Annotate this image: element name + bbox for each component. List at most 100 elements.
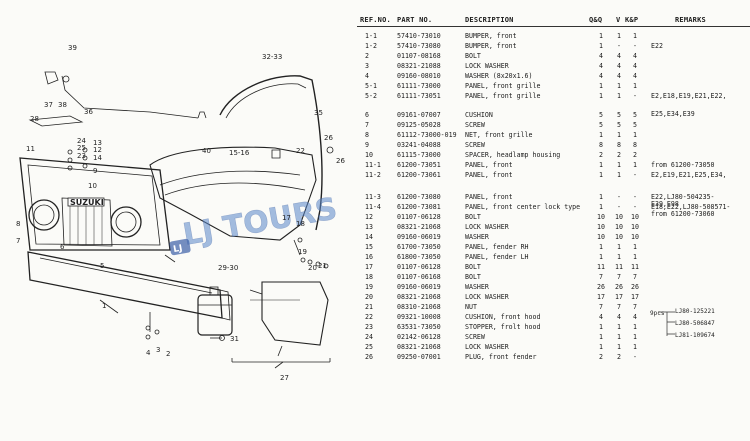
cell-part: 63531-73050	[397, 323, 441, 331]
header-description: DESCRIPTION	[465, 16, 514, 24]
cell-desc: BOLT	[465, 273, 481, 281]
callout-label: 38	[58, 101, 67, 109]
cell-desc: LOCK WASHER	[465, 62, 509, 70]
cell-q2: 10	[615, 223, 623, 231]
cell-part: 61200-73080	[397, 193, 441, 201]
cell-q1: 4	[599, 72, 603, 80]
header-qty1: Q&Q	[589, 16, 603, 24]
cell-desc: PANEL, front grille	[465, 92, 541, 100]
callout-label: 17	[282, 214, 291, 222]
cell-q3: 5	[633, 121, 637, 129]
cell-ref: 23	[365, 323, 373, 331]
cell-desc: PANEL, fender RH	[465, 243, 529, 251]
grille-brand: SUZUKI	[70, 198, 104, 207]
cell-q3: 4	[633, 62, 637, 70]
cell-q2: 2	[617, 151, 621, 159]
header-qty2: V	[616, 16, 621, 24]
cell-part: 09125-05028	[397, 121, 441, 129]
cell-q2: 1	[617, 171, 621, 179]
cell-q3: 26	[631, 283, 639, 291]
cell-ref: 26	[365, 353, 373, 361]
cell-q2: 7	[617, 303, 621, 311]
callout-label: 22	[296, 147, 305, 155]
cell-q2: 11	[615, 263, 623, 271]
cell-q3: 7	[633, 273, 637, 281]
header-qty3: K&P	[625, 16, 639, 24]
cell-q3: 1	[633, 323, 637, 331]
cell-ref: 3	[365, 62, 369, 70]
cell-q2: 4	[617, 313, 621, 321]
cell-desc: BUMPER, front	[465, 32, 517, 40]
cell-ref: 17	[365, 263, 373, 271]
cell-q1: 10	[597, 223, 605, 231]
cell-q1: 1	[599, 82, 603, 90]
remark-continuation: E39,E98	[651, 200, 679, 208]
callout-label: 28	[30, 115, 39, 123]
callout-label: 37	[44, 101, 53, 109]
cell-ref: 10	[365, 151, 373, 159]
cell-desc: CUSHION	[465, 111, 493, 119]
cell-q1: 1	[599, 203, 603, 211]
cell-q2: 1	[617, 82, 621, 90]
callout-label: 13	[93, 139, 102, 147]
cell-desc: SPACER, headlamp housing	[465, 151, 561, 159]
cell-desc: LOCK WASHER	[465, 293, 509, 301]
cell-q1: 4	[599, 313, 603, 321]
cell-desc: SCREW	[465, 121, 485, 129]
cell-q2: -	[617, 42, 621, 50]
cell-ref: 5-2	[365, 92, 377, 100]
callout-label: 26	[336, 157, 345, 165]
cell-q3: 1	[633, 333, 637, 341]
cell-q1: 1	[599, 92, 603, 100]
cell-q2: 1	[617, 131, 621, 139]
cell-ref: 12	[365, 213, 373, 221]
cell-q2: 4	[617, 52, 621, 60]
cell-part: 61200-73061	[397, 171, 441, 179]
side-note-serial: LJ81-109674	[675, 332, 715, 339]
callout-label: 20	[308, 264, 317, 272]
side-note-serial: LJ80-125221	[675, 308, 715, 315]
cell-q1: 7	[599, 303, 603, 311]
cell-desc: NET, front grille	[465, 131, 533, 139]
side-note-serial: LJ80-506847	[675, 320, 715, 327]
cell-desc: PANEL, front grille	[465, 82, 541, 90]
cell-ref: 6	[365, 111, 369, 119]
cell-desc: PANEL, fender LH	[465, 253, 529, 261]
cell-q3: 1	[633, 343, 637, 351]
cell-q3: -	[633, 353, 637, 361]
cell-q1: 1	[599, 171, 603, 179]
cell-q2: 4	[617, 62, 621, 70]
cell-ref: 15	[365, 243, 373, 251]
callout-label: 23	[77, 152, 86, 160]
cell-part: 09160-08010	[397, 72, 441, 80]
cell-q2: 1	[617, 253, 621, 261]
cell-q3: 4	[633, 313, 637, 321]
cell-q3: -	[633, 171, 637, 179]
cell-q2: 8	[617, 141, 621, 149]
bracket-lines	[658, 311, 675, 336]
cell-desc: PANEL, front	[465, 161, 513, 169]
cell-q1: 5	[599, 111, 603, 119]
cell-desc: LOCK WASHER	[465, 343, 509, 351]
cell-q2: 26	[615, 283, 623, 291]
cell-desc: PLUG, front fender	[465, 353, 537, 361]
callout-label: 3	[156, 346, 160, 354]
cell-ref: 20	[365, 293, 373, 301]
cell-q2: 1	[617, 333, 621, 341]
cell-desc: LOCK WASHER	[465, 223, 509, 231]
cell-desc: BOLT	[465, 213, 481, 221]
cell-q1: 5	[599, 121, 603, 129]
